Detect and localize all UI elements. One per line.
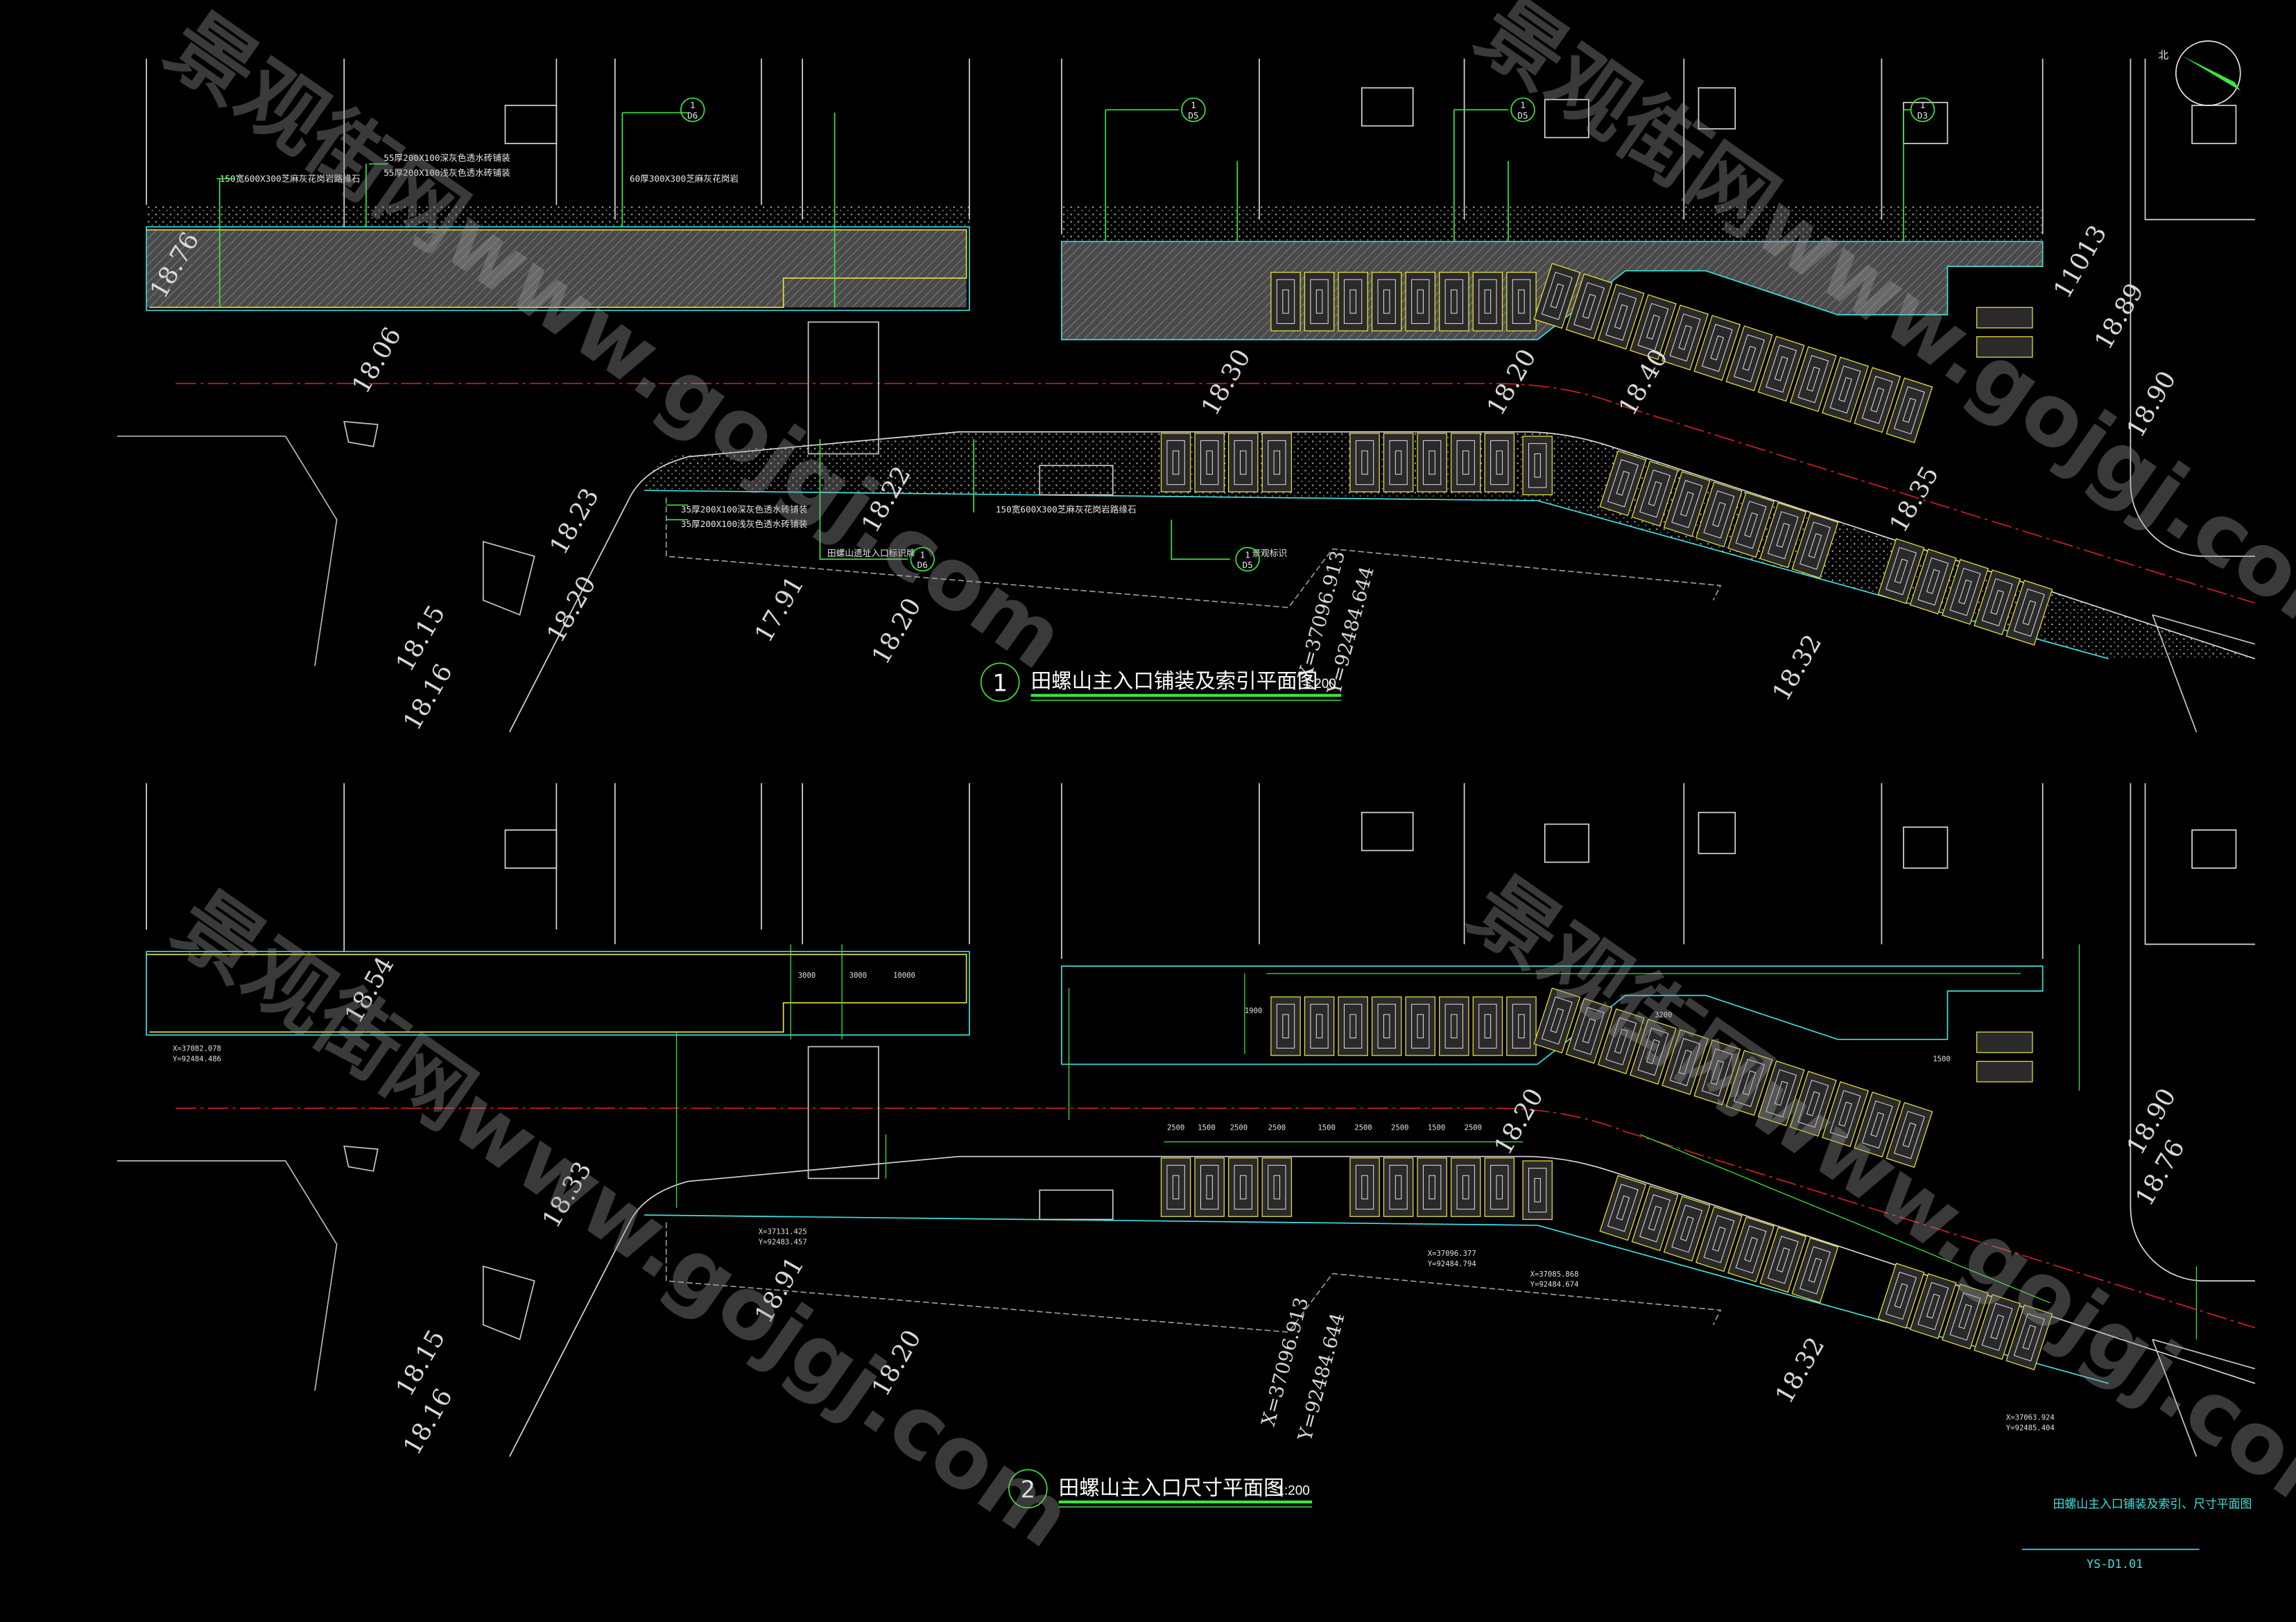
planting-band <box>1061 205 2043 242</box>
dimension-label: 2500 <box>1268 1124 1286 1132</box>
dimension-label: 2500 <box>1167 1124 1184 1132</box>
plan-2-title: 2 田螺山主入口尺寸平面图 1:200 <box>1008 1469 1312 1509</box>
index-number: 1 <box>920 549 925 560</box>
coordinate-label: X=37096.377 <box>1428 1250 1476 1258</box>
detail-index-mark: 1D5 <box>1235 546 1260 572</box>
coordinate-label: X=37082.078 <box>173 1045 221 1053</box>
annotation-note: 150宽600X300芝麻灰花岗岩路缘石 <box>220 173 361 184</box>
index-number: 1 <box>1191 100 1196 110</box>
paving-hatch <box>146 230 967 308</box>
plan-number: 1 <box>992 669 1007 696</box>
plan-scale: 1:200 <box>1277 1483 1310 1498</box>
detail-index-mark: 1D3 <box>1910 97 1935 123</box>
detail-index-mark: 1D6 <box>680 97 705 123</box>
annotation-note: 35厚200X100深灰色透水砖铺装 <box>681 504 808 515</box>
dimension-label: 1500 <box>1318 1124 1335 1132</box>
dimension-label: 3000 <box>798 972 815 980</box>
detail-index-mark: 1D6 <box>910 546 935 572</box>
index-number: 1 <box>1920 100 1926 110</box>
coordinate-label: Y=92483.457 <box>759 1238 807 1246</box>
plan-1-title: 1 田螺山主入口铺装及索引平面图 1:200 <box>980 662 1342 702</box>
annotation-note: 田螺山遗址入口标识牌 <box>827 548 915 558</box>
dimension-label: 3000 <box>849 972 867 980</box>
annotation-note: 55厚200X100深灰色透水砖铺装 <box>383 153 510 163</box>
dimension-label: 2500 <box>1354 1124 1372 1132</box>
dimension-label: 1500 <box>1933 1055 1950 1063</box>
dimension-label: 2500 <box>1230 1124 1248 1132</box>
coordinate-label: Y=92484.486 <box>173 1055 221 1063</box>
annotation-note: 景观标识 <box>1252 548 1287 558</box>
planting-band <box>146 205 969 227</box>
dimension-label: 1500 <box>1428 1124 1445 1132</box>
coordinate-label: X=37063.924 <box>2006 1414 2055 1422</box>
annotation-note: 150宽600X300芝麻灰花岗岩路缘石 <box>996 504 1137 515</box>
coordinate-label: Y=92484.674 <box>1530 1281 1579 1289</box>
north-arrow: 北 <box>2159 40 2241 106</box>
plan-2-dimensions <box>116 782 2256 1458</box>
annotation-note: 55厚200X100浅灰色透水砖铺装 <box>383 167 510 178</box>
index-number: 1 <box>690 100 696 110</box>
dimension-lines <box>675 944 2198 1340</box>
coordinate-label: X=37085.868 <box>1530 1270 1579 1279</box>
annotation-note: 60厚300X300芝麻灰花岗岩 <box>630 173 739 184</box>
dimension-label: 2500 <box>1391 1124 1408 1132</box>
dimension-label: 3200 <box>1655 1011 1672 1019</box>
dimension-label: 1900 <box>1245 1007 1262 1015</box>
plan-title: 田螺山主入口铺装及索引平面图 <box>1031 669 1318 693</box>
annotation-note: 35厚200X100浅灰色透水砖铺装 <box>681 519 808 529</box>
index-sheet: D6 <box>917 560 928 570</box>
sheet-title: 田螺山主入口铺装及索引、尺寸平面图 <box>2053 1496 2252 1510</box>
dimension-label: 2500 <box>1465 1124 1482 1132</box>
coordinate-label: Y=92484.794 <box>1428 1260 1476 1268</box>
plan-number: 2 <box>1021 1476 1035 1503</box>
coordinate-label: Y=92485.404 <box>2006 1424 2055 1432</box>
dimension-label: 1500 <box>1198 1124 1215 1132</box>
plan-scale: 1:200 <box>1303 677 1336 691</box>
index-number: 1 <box>1245 549 1250 560</box>
index-sheet: D6 <box>687 110 698 121</box>
index-sheet: D5 <box>1242 560 1252 570</box>
index-sheet: D3 <box>1917 110 1928 121</box>
title-block: 田螺山主入口铺装及索引、尺寸平面图 YS-D1.01 <box>2022 1496 2252 1571</box>
index-number: 1 <box>1520 100 1526 110</box>
index-sheet: D5 <box>1188 110 1198 121</box>
sheet-number: YS-D1.01 <box>2087 1557 2143 1571</box>
coordinate-label: X=37131.425 <box>759 1228 807 1236</box>
index-sheet: D5 <box>1517 110 1528 121</box>
paving-dots <box>644 431 2255 659</box>
plan-title: 田螺山主入口尺寸平面图 <box>1059 1476 1284 1499</box>
detail-index-mark: 1D5 <box>1510 97 1535 123</box>
leader-lines <box>216 109 1911 560</box>
north-label: 北 <box>2159 49 2169 61</box>
detail-index-mark: 1D5 <box>1181 97 1206 123</box>
dimension-label: 10000 <box>893 972 915 980</box>
